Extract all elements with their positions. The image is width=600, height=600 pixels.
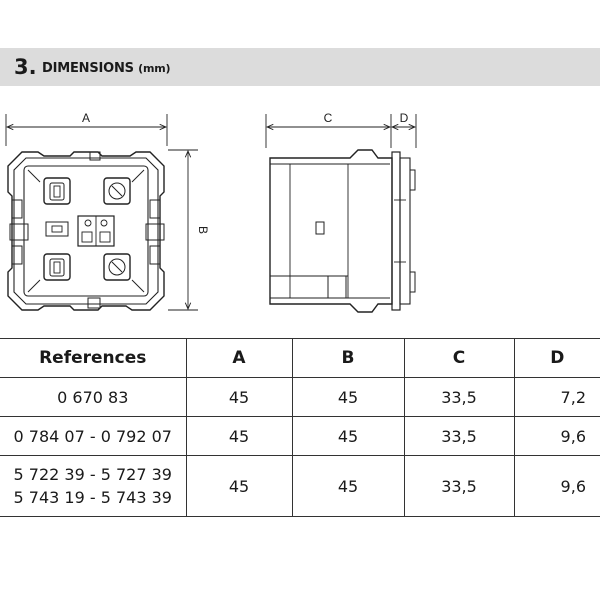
cell-c: 33,5	[403, 416, 514, 456]
section-number: 3.	[14, 55, 37, 79]
cell-references: 5 722 39 - 5 727 39 5 743 19 - 5 743 39	[0, 455, 186, 517]
col-header-references: References	[0, 338, 186, 378]
table-row: 5 722 39 - 5 727 39 5 743 19 - 5 743 39 …	[0, 455, 600, 517]
cell-a: 45	[185, 377, 292, 417]
cell-a: 45	[185, 455, 292, 517]
cell-b: 45	[291, 455, 404, 517]
front-view: A B	[5, 111, 210, 311]
references-table: References A B C D 0 670 83 45 45 33,5 7…	[0, 338, 600, 517]
reference-code: 5 722 39 - 5 727 39	[13, 465, 172, 484]
dim-label-c: C	[324, 111, 333, 125]
cell-a: 45	[185, 416, 292, 456]
cell-references: 0 784 07 - 0 792 07	[0, 416, 186, 456]
dimension-drawing: A B	[5, 111, 417, 313]
table-header-row: References A B C D	[0, 338, 600, 378]
cell-c: 33,5	[403, 455, 514, 517]
cell-b: 45	[291, 377, 404, 417]
cell-d: 9,6	[513, 455, 600, 517]
cell-references: 0 670 83	[0, 377, 186, 417]
cell-d: 7,2	[513, 377, 600, 417]
col-header-a: A	[185, 338, 292, 378]
section-title: DIMENSIONS (mm)	[42, 61, 171, 76]
section-title-text: DIMENSIONS	[42, 61, 134, 76]
col-header-c: C	[403, 338, 514, 378]
side-view: C D	[265, 111, 417, 313]
dim-label-b: B	[196, 226, 210, 234]
reference-code: 0 670 83	[57, 387, 129, 407]
reference-code: 5 743 19 - 5 743 39	[13, 488, 172, 507]
section-header: 3. DIMENSIONS (mm)	[0, 48, 600, 86]
dim-label-d: D	[400, 111, 409, 125]
cell-d: 9,6	[513, 416, 600, 456]
cell-b: 45	[291, 416, 404, 456]
cell-c: 33,5	[403, 377, 514, 417]
table-row: 0 784 07 - 0 792 07 45 45 33,5 9,6	[0, 416, 600, 456]
table-row: 0 670 83 45 45 33,5 7,2	[0, 377, 600, 417]
col-header-d: D	[513, 338, 600, 378]
reference-code: 0 784 07 - 0 792 07	[13, 426, 172, 446]
dim-label-a: A	[82, 111, 90, 125]
col-header-b: B	[291, 338, 404, 378]
section-unit: (mm)	[138, 62, 171, 75]
